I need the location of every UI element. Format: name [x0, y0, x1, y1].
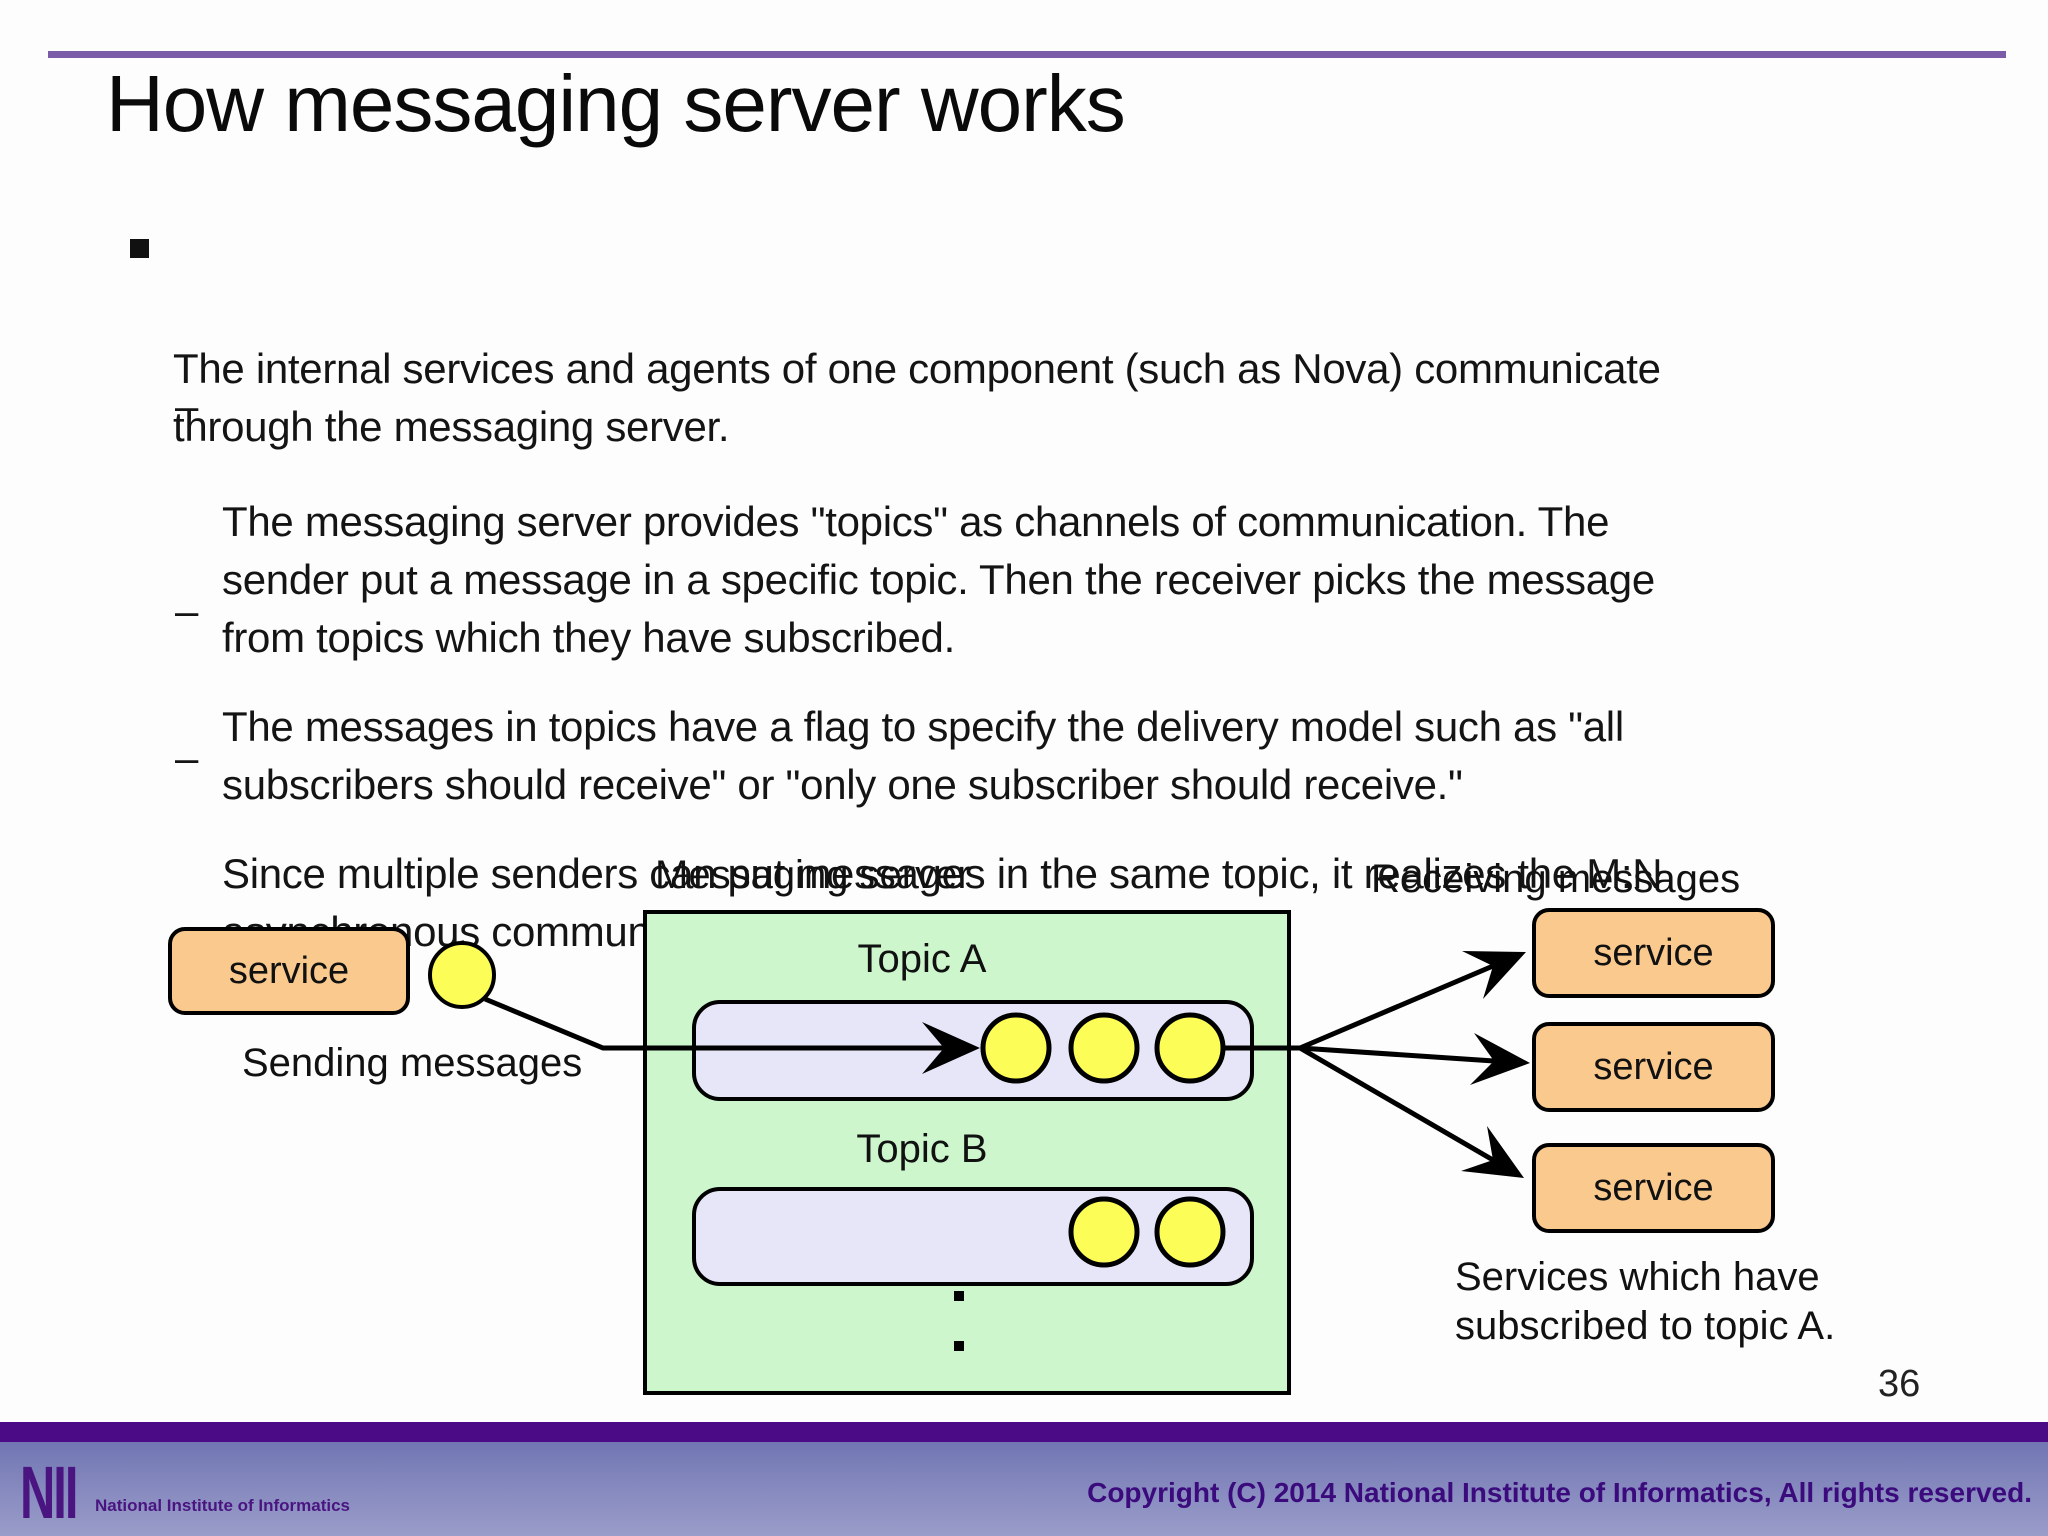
service-label: service [1593, 931, 1714, 974]
dash-bullet-icon: – [175, 382, 199, 429]
dash-bullet-icon: – [175, 734, 199, 781]
receive-arrowhead-icon [1461, 1126, 1524, 1178]
sub-bullet-item: – The messaging server provides "topics"… [175, 377, 1982, 667]
receive-arrow-line [1298, 1045, 1495, 1163]
square-bullet-icon [130, 239, 149, 258]
receiver-service-box: service [1532, 1022, 1775, 1112]
subscribed-services-caption: Services which have subscribed to topic … [1455, 1255, 1836, 1348]
service-label: service [1593, 1166, 1714, 1209]
sub-bullet-text: The messages in topics have a flag to sp… [222, 703, 1624, 808]
dash-bullet-icon: – [175, 587, 199, 634]
service-label: service [1593, 1045, 1714, 1088]
receiver-service-box: service [1532, 1143, 1775, 1233]
footer-accent-bar [0, 1422, 2048, 1442]
service-label: service [228, 949, 350, 992]
topic-b-label: Topic B [856, 1127, 988, 1171]
sending-messages-label: Sending messages [242, 1041, 583, 1085]
bullet-item: The internal services and agents of one … [130, 224, 1953, 456]
nii-logo: NII [20, 1451, 78, 1534]
copyright-text: Copyright (C) 2014 National Institute of… [1087, 1477, 2032, 1508]
topic-b-queue [692, 1187, 1254, 1286]
page-title: How messaging server works [106, 59, 1126, 148]
receive-arrow-line [1299, 1045, 1495, 1064]
footer-background [0, 1442, 2048, 1536]
sender-service-box: service [168, 927, 410, 1015]
bullet-text: The internal services and agents of one … [173, 345, 1661, 450]
topic-a-queue [692, 1000, 1254, 1101]
nii-logo-text: National Institute of Informatics [95, 1496, 351, 1515]
receiver-service-box: service [1532, 908, 1775, 998]
messaging-server-label: Messaging server [655, 853, 971, 897]
messaging-server-box [643, 910, 1291, 1395]
page-number: 36 [1878, 1363, 1921, 1405]
sub-bullet-text: The messaging server provides "topics" a… [222, 498, 1655, 661]
sub-bullet-item: – The messages in topics have a flag to … [175, 582, 1982, 814]
top-accent-line [48, 51, 2006, 58]
receive-arrow-line [1299, 963, 1494, 1051]
receiving-messages-label: Receiving messages [1371, 857, 1741, 901]
topic-a-label: Topic A [857, 937, 987, 981]
receive-arrowhead-icon [1470, 1033, 1530, 1085]
